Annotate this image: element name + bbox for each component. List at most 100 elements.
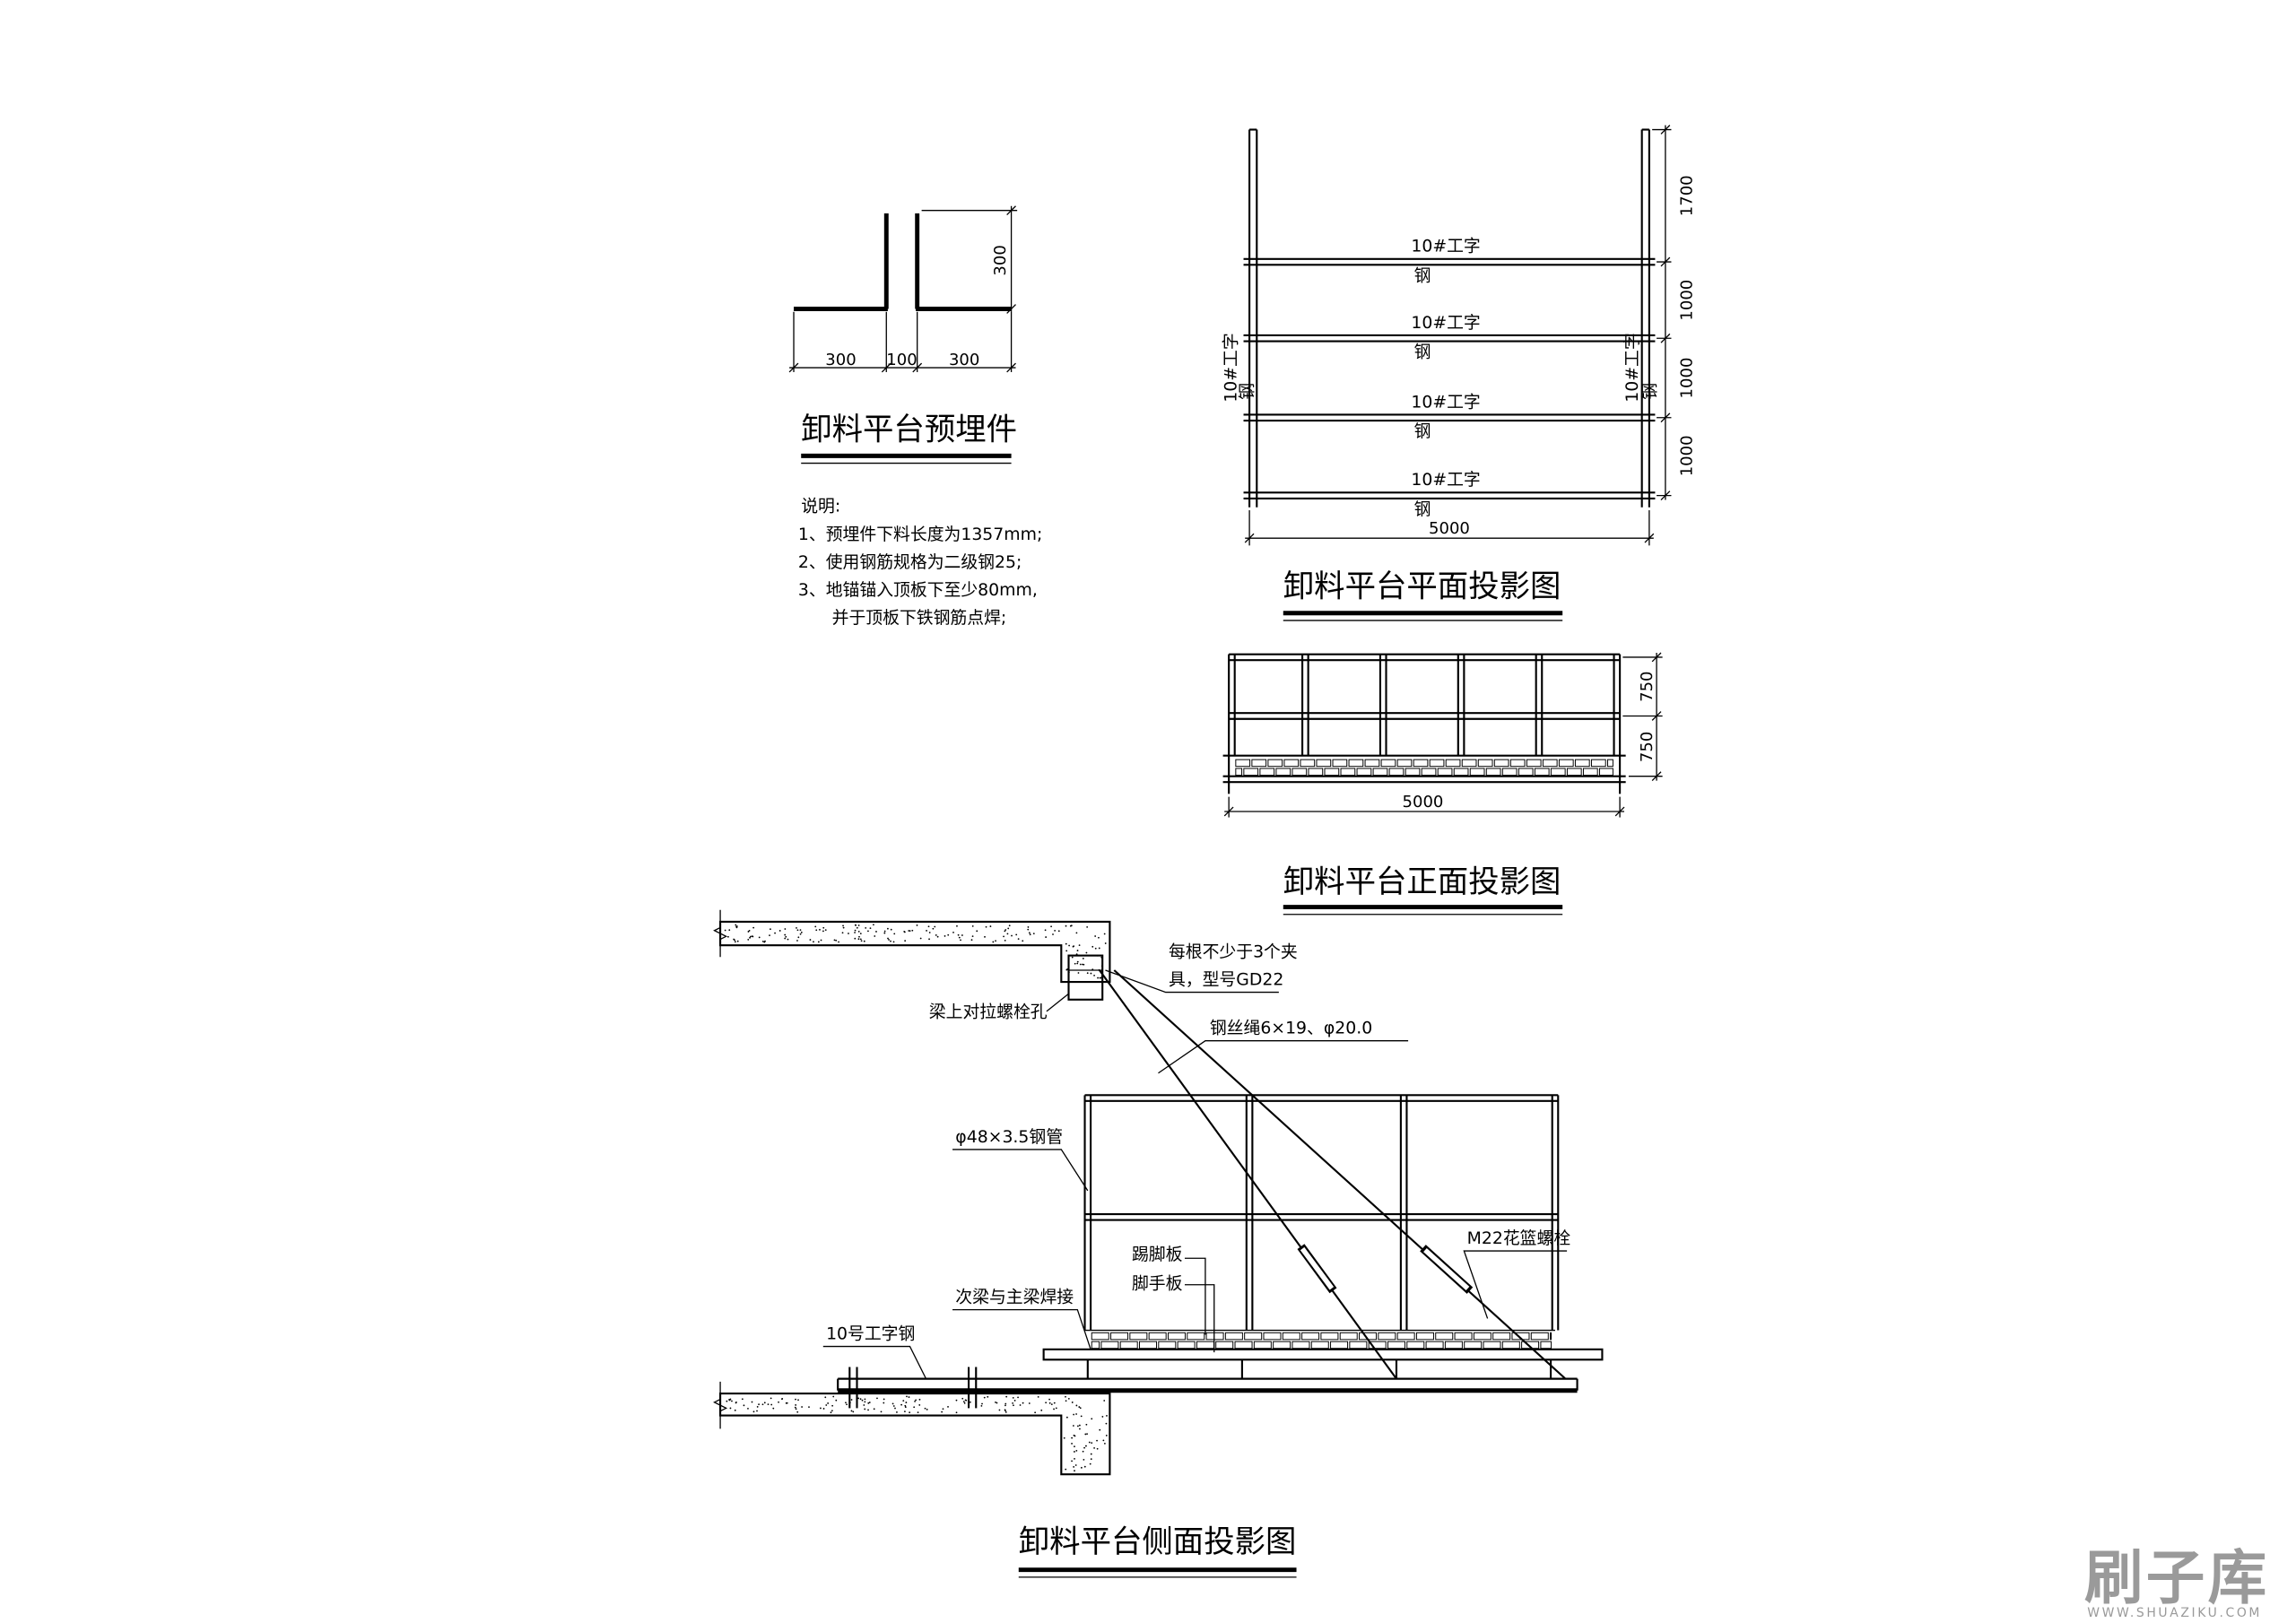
concrete-hatch-dot [867, 1402, 870, 1404]
concrete-hatch-dot [1071, 1443, 1073, 1445]
concrete-hatch-dot [1004, 1402, 1007, 1405]
dim-tick [1660, 256, 1671, 267]
concrete-hatch-dot [1065, 1468, 1067, 1471]
side-beam-label-left: 钢 [1237, 383, 1257, 400]
dim-label-height: 300 [991, 245, 1010, 275]
toe-board-hatch [1263, 1332, 1282, 1341]
concrete-hatch-dot [989, 925, 992, 927]
dim-tick [1006, 304, 1016, 314]
concrete-hatch-dot [960, 939, 961, 942]
toe-board-hatch [1388, 768, 1405, 777]
leader-line [952, 1308, 1091, 1350]
concrete-hatch-dot [799, 929, 802, 932]
concrete-hatch-dot [1083, 1446, 1085, 1449]
dim-tick [1223, 806, 1234, 817]
toe-board-hatch [1148, 1332, 1167, 1341]
concrete-hatch-dot [796, 940, 798, 942]
concrete-hatch-dot [995, 1402, 996, 1403]
dim-label-width: 5000 [1403, 793, 1444, 812]
concrete-hatch-dot [883, 930, 886, 933]
embedded-part-drawing: 300 300 100 300 卸料平台预埋件 [788, 205, 1018, 464]
toe-board-hatch [1530, 1332, 1549, 1341]
main-beam-label: 10号工字钢 [826, 1324, 915, 1343]
toe-board-hatch [1129, 1332, 1148, 1341]
concrete-hatch-dot [1091, 1418, 1093, 1420]
concrete-hatch-dot [772, 1407, 775, 1410]
concrete-hatch-dot [785, 935, 787, 938]
dim-tick [1660, 333, 1671, 343]
toe-board-hatch [1425, 1341, 1444, 1350]
concrete-hatch-dot [763, 1402, 766, 1404]
toe-board-hatch [1542, 759, 1558, 768]
concrete-hatch-dot [976, 930, 978, 933]
wire-rope [1099, 969, 1397, 1380]
toe-board-hatch [1606, 759, 1613, 768]
concrete-hatch-dot [852, 1410, 855, 1413]
concrete-hatch-dot [1098, 936, 1100, 939]
concrete-hatch-dot [796, 926, 797, 929]
concrete-hatch-dot [1073, 1466, 1075, 1468]
toe-board-hatch [1380, 759, 1396, 768]
leader-line [1184, 1284, 1215, 1353]
concrete-hatch-dot [752, 1410, 755, 1413]
concrete-hatch-dot [824, 1396, 827, 1399]
concrete-hatch-dot [998, 1409, 1001, 1411]
side-view-drawing: 每根不少于3个夹 具，型号GD22 梁上对拉螺栓孔 钢丝绳6×19、φ20.0 … [713, 909, 1604, 1578]
toe-board-label: 踢脚板 [1132, 1245, 1183, 1264]
toe-board-hatch [1518, 768, 1534, 777]
concrete-hatch-dot [1071, 1460, 1073, 1462]
concrete-hatch-dot [918, 1398, 921, 1401]
concrete-hatch-dot [1022, 1402, 1024, 1404]
concrete-hatch-dot [941, 1410, 944, 1413]
concrete-hatch-dot [996, 1402, 998, 1404]
concrete-hatch-dot [838, 941, 839, 943]
concrete-hatch-dot [735, 926, 738, 929]
concrete-hatch-dot [1048, 1402, 1051, 1404]
concrete-hatch-dot [748, 929, 751, 932]
concrete-hatch-dot [781, 1398, 783, 1401]
concrete-hatch-dot [900, 1403, 903, 1406]
toe-board-hatch [1421, 768, 1437, 777]
concrete-hatch-dot [769, 934, 770, 937]
concrete-hatch-dot [731, 1400, 733, 1402]
concrete-hatch-dot [770, 1403, 773, 1406]
toe-board-hatch [1167, 1332, 1186, 1341]
toe-board-hatch [1598, 768, 1613, 777]
concrete-hatch-dot [909, 1411, 911, 1414]
concrete-hatch-dot [1067, 971, 1070, 974]
concrete-hatch-dot [854, 932, 856, 933]
concrete-hatch-dot [964, 1399, 967, 1402]
toe-board-hatch [1387, 1341, 1405, 1350]
concrete-hatch-dot [914, 1400, 916, 1402]
concrete-hatch-dot [770, 928, 771, 931]
dim-tick [1006, 205, 1016, 216]
toe-board-hatch [1566, 768, 1582, 777]
concrete-hatch-dot [857, 1397, 860, 1400]
concrete-hatch-dot [832, 1395, 835, 1398]
concrete-hatch-dot [927, 925, 930, 928]
concrete-hatch-dot [909, 930, 911, 933]
concrete-hatch-dot [820, 1407, 822, 1410]
concrete-hatch-dot [1050, 925, 1052, 928]
toe-board-hatch [1244, 1332, 1263, 1341]
dim-label-vertical: 750 [1638, 671, 1657, 701]
dim-tick [1244, 533, 1255, 543]
concrete-hatch-dot [981, 1402, 983, 1405]
toe-board-hatch [1405, 768, 1421, 777]
concrete-hatch-dot [736, 940, 739, 942]
concrete-hatch-dot [858, 935, 860, 938]
concrete-hatch-dot [955, 1411, 958, 1414]
concrete-hatch-dot [868, 1402, 871, 1403]
toe-board-hatch [1235, 768, 1243, 777]
concrete-hatch-dot [1004, 1404, 1006, 1407]
concrete-hatch-dot [831, 1404, 834, 1407]
concrete-hatch-dot [835, 1399, 838, 1402]
concrete-hatch-dot [728, 929, 731, 932]
concrete-hatch-dot [1013, 1404, 1014, 1407]
dim-label-vertical: 750 [1638, 732, 1657, 762]
toe-board-hatch [1521, 1341, 1540, 1350]
toe-board-hatch [1308, 768, 1324, 777]
concrete-hatch-dot [1004, 930, 1006, 933]
concrete-hatch-dot [896, 1411, 898, 1413]
concrete-hatch-dot [926, 930, 927, 932]
